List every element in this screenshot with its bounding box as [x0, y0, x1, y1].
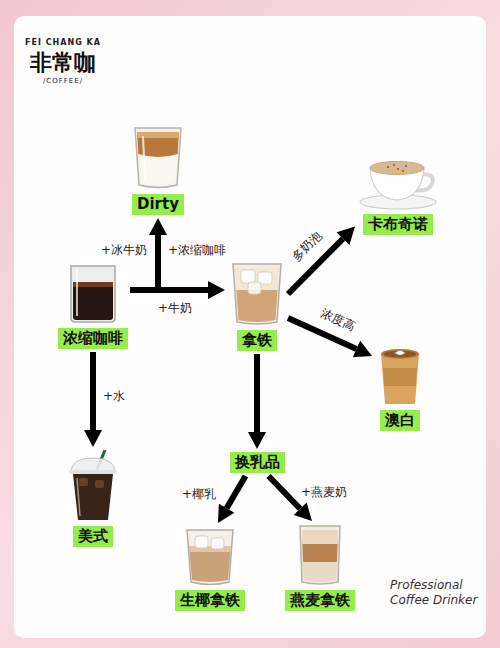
edge-label: +牛奶	[156, 301, 194, 316]
drink-illustration	[295, 524, 345, 586]
signature-text: Professional Coffee Drinker	[390, 578, 486, 608]
illustration-shape	[397, 168, 399, 170]
drink-illustration	[375, 342, 425, 406]
illustration-shape	[187, 530, 233, 585]
brand-name: 非常咖	[30, 50, 96, 76]
illustration-shape	[76, 270, 78, 316]
arrow-shaft	[254, 354, 260, 432]
drink-label: 浓缩咖啡	[58, 328, 128, 349]
illustration-shape	[370, 162, 424, 175]
brand-latin: FEI CHANG KA	[25, 38, 101, 48]
drink-illustration	[183, 526, 237, 586]
drink-label: Dirty	[132, 194, 184, 215]
illustration-shape	[73, 282, 113, 287]
illustration-shape	[248, 282, 261, 294]
illustration-shape	[189, 546, 231, 582]
illustration-shape	[211, 538, 224, 549]
illustration-shape	[393, 164, 395, 166]
illustration-shape	[79, 478, 88, 486]
flow-arrow	[218, 476, 246, 523]
edge-note: +浓缩咖啡	[166, 243, 228, 258]
drink-label: 美式	[73, 526, 113, 547]
illustration-shape	[236, 290, 277, 322]
illustration-shape	[95, 480, 104, 488]
illustration-shape	[69, 470, 117, 474]
illustration-shape	[195, 536, 208, 548]
illustration-shape	[387, 166, 389, 168]
illustration-shape	[143, 136, 145, 180]
illustration-shape	[381, 349, 419, 359]
illustration-shape	[73, 474, 113, 520]
illustration-shape	[71, 266, 115, 322]
illustration-shape	[241, 270, 255, 283]
illustration-shape	[73, 282, 113, 320]
illustration-shape	[384, 350, 416, 357]
illustration-shape	[303, 562, 337, 582]
arrow-shaft	[269, 476, 301, 509]
flow-arrow	[248, 354, 266, 449]
arrow-head	[149, 218, 167, 235]
drink-node: 拿铁	[228, 260, 286, 351]
arrow-head	[208, 281, 225, 299]
edge-label: +冰牛奶	[99, 243, 149, 258]
arrow-head	[294, 503, 312, 521]
drink-node: 生椰拿铁	[175, 526, 245, 611]
illustration-shape	[302, 530, 338, 544]
edge-label: +椰乳	[180, 487, 218, 502]
drink-node: 燕麦拿铁	[285, 524, 355, 611]
drink-node: 浓缩咖啡	[58, 262, 128, 349]
illustration-shape	[402, 170, 404, 172]
illustration-shape	[77, 478, 80, 516]
arrow-head	[218, 504, 234, 523]
illustration-shape	[302, 544, 337, 562]
drink-label: 换乳品	[230, 452, 285, 473]
drink-label: 拿铁	[237, 330, 277, 351]
illustration-shape	[395, 351, 405, 356]
drink-illustration	[228, 260, 286, 326]
arrow-head	[84, 430, 102, 447]
illustration-shape	[381, 354, 419, 404]
drink-illustration	[129, 124, 187, 190]
illustration-shape	[233, 264, 281, 324]
drink-label: 生椰拿铁	[175, 590, 245, 611]
drink-illustration	[65, 262, 121, 324]
illustration-shape	[300, 526, 340, 584]
brand-sub: /COFFEE/	[43, 77, 83, 86]
edge-label: +水	[101, 389, 127, 404]
drink-label: 澳白	[380, 410, 420, 431]
drink-node: Dirty	[129, 124, 187, 215]
edge-label: +燕麦奶	[299, 485, 349, 500]
drink-node: 澳白	[375, 342, 425, 431]
drink-illustration	[358, 150, 438, 210]
drink-label: 燕麦拿铁	[285, 590, 355, 611]
drink-node: 换乳品	[230, 452, 285, 473]
arrow-head	[353, 341, 372, 357]
drink-label: 卡布奇诺	[363, 214, 433, 235]
drink-node: 美式	[65, 450, 121, 547]
arrow-shaft	[227, 476, 246, 508]
drink-illustration	[65, 450, 121, 522]
drink-node: 卡布奇诺	[358, 150, 438, 235]
flow-arrow	[288, 227, 355, 295]
arrow-head	[248, 432, 266, 449]
illustration-shape	[135, 128, 181, 188]
arrow-head	[337, 227, 355, 245]
illustration-shape	[383, 368, 417, 386]
arrow-shaft	[90, 352, 96, 430]
illustration-shape	[405, 165, 407, 167]
flow-arrow	[84, 352, 102, 447]
illustration-shape	[71, 458, 115, 472]
